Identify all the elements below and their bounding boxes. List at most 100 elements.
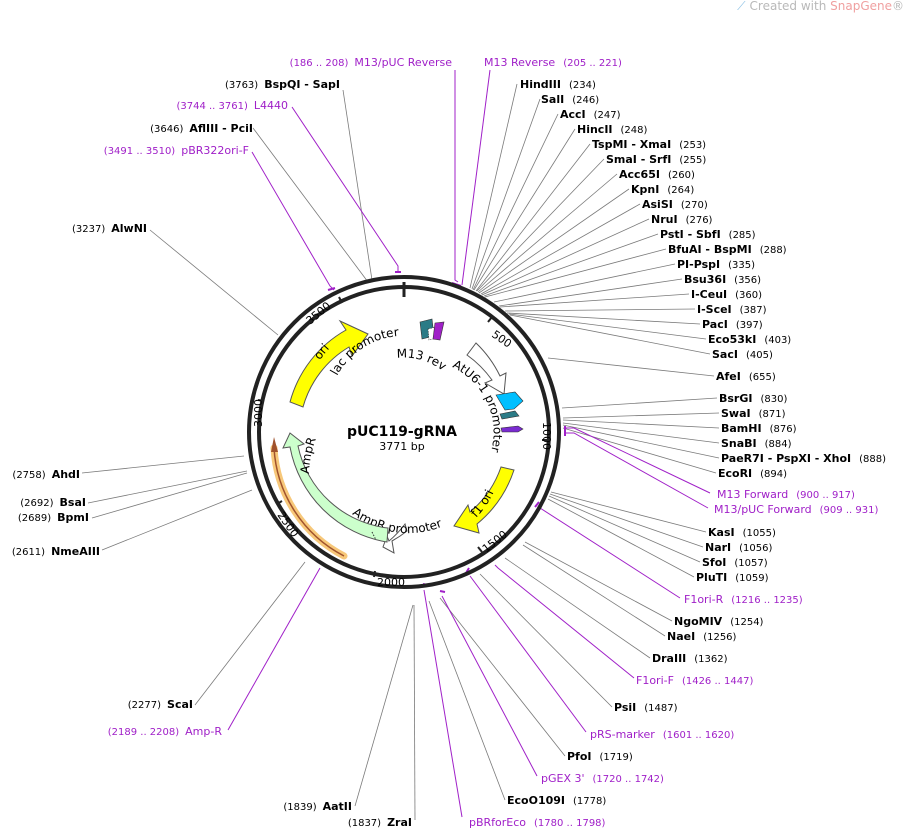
connector-nari <box>549 493 704 548</box>
enzyme-label-nrui: NruI(276) <box>651 213 713 226</box>
connector-bsu36i <box>498 278 683 307</box>
connector-afliii <box>252 127 369 283</box>
tick-mark-500 <box>487 316 493 323</box>
ampr-dash <box>371 531 377 541</box>
tick-mark-2500 <box>276 500 283 505</box>
enzyme-label-sfoi: SfoI(1057) <box>702 556 768 569</box>
ampr-primer-arc-core <box>273 447 345 557</box>
connector-swai <box>562 412 720 419</box>
connector-acc65i <box>477 173 618 293</box>
enzyme-label-afliii: (3646)AflIII - PciI <box>150 122 253 135</box>
enzyme-label-asisi: AsiSI(270) <box>642 198 708 211</box>
primer-label-prs-marker: pRS-marker(1601 .. 1620) <box>590 728 734 741</box>
tick-mark-2000 <box>373 570 376 578</box>
connector-sali <box>471 98 541 290</box>
connector-draiii <box>504 557 651 659</box>
m13-arrow-1 <box>495 391 524 411</box>
connector-snabi <box>562 422 720 444</box>
connector-pipspi <box>493 263 676 303</box>
connector-scai <box>194 561 306 706</box>
enzyme-label-hindiii: HindIII(234) <box>520 78 596 91</box>
tick-label-1000: 1000 <box>540 422 553 450</box>
f1-ori-feature <box>453 466 515 534</box>
enzyme-label-iceui: I-CeuI(360) <box>691 288 762 301</box>
atu6-promoter-feature <box>466 342 507 395</box>
connector-pbr322ori-f <box>251 151 335 291</box>
backbone-outer <box>247 275 561 589</box>
primer-tick-pbr322 <box>327 287 336 291</box>
connector-bfuai <box>484 248 667 298</box>
enzyme-label-iscei: I-SceI(387) <box>697 303 767 316</box>
enzyme-label-alwni: (3237)AlwNI <box>72 222 147 235</box>
enzyme-label-afei: AfeI(655) <box>716 370 776 383</box>
connector-m13puc-rev <box>454 70 459 283</box>
enzyme-label-ecori: EcoRI(894) <box>718 467 787 480</box>
connector-nmeaiii <box>101 489 253 551</box>
snapgene-logo-icon: ⟋ <box>737 0 746 13</box>
enzyme-label-pfoi: PfoI(1719) <box>567 750 633 763</box>
primer-label-m13-fwd: M13 Forward(900 .. 917) <box>717 488 855 501</box>
connector-ahdi <box>81 455 245 474</box>
enzyme-label-snabi: SnaBI(884) <box>721 437 792 450</box>
primer-label-pgex3: pGEX 3'(1720 .. 1742) <box>541 772 664 785</box>
connector-eco53ki <box>508 313 707 340</box>
primer-label-pbr322ori-f: (3491 .. 3510)pBR322ori-F <box>104 144 249 157</box>
enzyme-label-bsu36i: Bsu36I(356) <box>684 273 761 286</box>
m13-rev-label: M13 rev <box>397 346 450 373</box>
enzyme-label-nari: NarI(1056) <box>705 541 773 554</box>
enzyme-label-bspqi: (3763)BspQI - SapI <box>225 78 340 91</box>
connector-pgex3 <box>441 595 538 777</box>
enzyme-label-pipspi: PI-PspI(335) <box>677 258 755 271</box>
connector-bspqi <box>342 89 373 281</box>
connector-aatii <box>354 604 414 807</box>
connector-kasi <box>550 491 707 533</box>
enzyme-label-smai: SmaI - SrfI(255) <box>606 153 706 166</box>
connector-tspmi <box>475 143 591 292</box>
enzyme-label-paci: PacI(397) <box>702 318 763 331</box>
connector-psii <box>479 573 613 708</box>
ampr-feature <box>282 432 389 543</box>
connector-bpmi <box>91 472 248 519</box>
m13-arrow-2 <box>499 410 520 420</box>
lac-promoter-feature <box>419 318 445 341</box>
connector-alwni <box>149 229 279 336</box>
connector-ecori <box>562 427 717 474</box>
enzyme-label-naei: NaeI(1256) <box>667 630 737 643</box>
enzyme-label-sali: SalI(246) <box>541 93 599 106</box>
connector-hincii <box>473 128 576 291</box>
connector-pbrforeco <box>423 589 463 818</box>
primer-connectors <box>227 69 711 818</box>
connector-paer7i <box>562 424 720 459</box>
connector-sfoi <box>548 495 701 563</box>
enzyme-label-hincii: HincII(248) <box>577 123 648 136</box>
enzyme-label-bsai: (2692)BsaI <box>20 496 86 509</box>
connector-iscei <box>504 308 696 312</box>
connector-bamhi <box>562 419 720 429</box>
enzyme-label-aatii: (1839)AatII <box>283 800 352 813</box>
ori-feature <box>289 319 369 408</box>
tick-mark-3500 <box>338 296 343 304</box>
tick-label-2000: 2000 <box>377 576 405 589</box>
connector-bsrgi <box>561 397 718 409</box>
connector-kpni <box>478 188 630 294</box>
enzyme-label-kasi: KasI(1055) <box>708 526 776 539</box>
enzyme-label-kpni: KpnI(264) <box>631 183 694 196</box>
ampr-arc-arrow-icon <box>271 437 278 452</box>
connector-zrai <box>413 604 416 821</box>
enzyme-connectors <box>81 83 720 821</box>
connector-m13-rev <box>461 69 491 286</box>
primer-label-m13-rev: M13 Reverse(205 .. 221) <box>484 56 622 69</box>
tick-mark-1500 <box>477 546 483 553</box>
enzyme-label-tspmi: TspMI - XmaI(253) <box>592 138 706 151</box>
enzyme-label-nmeaiii: (2611)NmeAIII <box>12 545 100 558</box>
connector-hindiii <box>469 83 518 289</box>
connector-bsai <box>87 470 248 504</box>
primer-label-pbrforeco: pBRforEco(1780 .. 1798) <box>469 816 606 829</box>
enzyme-label-psii: PsiI(1487) <box>614 701 678 714</box>
enzyme-label-eco53ki: Eco53kI(403) <box>708 333 791 346</box>
plasmid-name: pUC119-gRNA <box>347 424 457 440</box>
enzyme-label-bpmi: (2689)BpmI <box>18 511 89 524</box>
m13-arrows <box>495 391 524 433</box>
tick-mark-3000 <box>257 399 265 402</box>
